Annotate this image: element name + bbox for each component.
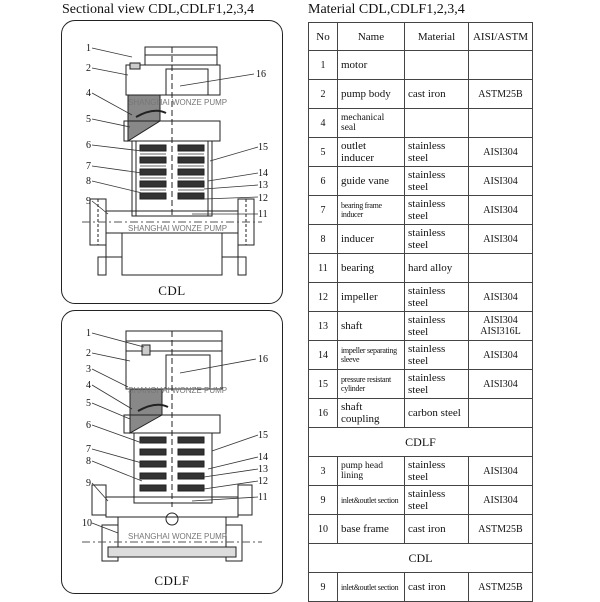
callout-4: 4: [86, 380, 91, 391]
callout-2: 2: [86, 63, 91, 74]
callout-13: 13: [258, 464, 268, 475]
callout-16: 16: [258, 354, 268, 365]
watermark: SHANGHAI WONZE PUMP: [128, 98, 227, 107]
callout-8: 8: [86, 176, 91, 187]
callout-7: 7: [86, 161, 91, 172]
table-header-row: No Name Material AISI/ASTM: [308, 22, 533, 51]
watermark: SHANGHAI WONZE PUMP: [128, 386, 227, 395]
callout-13: 13: [258, 180, 268, 191]
callout-5: 5: [86, 398, 91, 409]
callout-11: 11: [258, 492, 268, 503]
callout-12: 12: [258, 476, 268, 487]
header-no: No: [308, 22, 338, 51]
section-row-cdl: CDL: [308, 543, 533, 573]
header-standard: AISI/ASTM: [468, 22, 533, 51]
material-heading: Material CDL,CDLF1,2,3,4: [308, 2, 465, 17]
callout-15: 15: [258, 430, 268, 441]
callout-11: 11: [258, 209, 268, 220]
watermark: SHANGHAI WONZE PUMP: [128, 224, 227, 233]
header-name: Name: [337, 22, 405, 51]
callout-4: 4: [86, 88, 91, 99]
callout-2: 2: [86, 348, 91, 359]
callout-8: 8: [86, 456, 91, 467]
watermark: SHANGHAI WONZE PUMP: [128, 532, 227, 541]
callout-7: 7: [86, 444, 91, 455]
cdlf-panel-label: CDLF: [154, 573, 190, 588]
callout-1: 1: [86, 328, 91, 339]
cdl-panel-label: CDL: [158, 283, 186, 298]
callout-6: 6: [86, 420, 91, 431]
callout-15: 15: [258, 142, 268, 153]
callout-14: 14: [258, 168, 268, 179]
section-row-cdlf: CDLF: [308, 427, 533, 457]
cdl-sectional-drawing: 1 2 4 5 6 7 8 9 16 15 14 13 12 11 SHANGH…: [82, 43, 268, 276]
callout-10: 10: [82, 518, 92, 529]
callout-16: 16: [256, 69, 266, 80]
sectional-view-heading: Sectional view CDL,CDLF1,2,3,4: [62, 2, 255, 17]
callout-6: 6: [86, 140, 91, 151]
callout-12: 12: [258, 193, 268, 204]
callout-14: 14: [258, 452, 268, 463]
callout-1: 1: [86, 43, 91, 54]
callout-3: 3: [86, 364, 91, 375]
cdl-sectional-panel: 1 2 4 5 6 7 8 9 16 15 14 13 12 11 SHANGH…: [61, 20, 283, 304]
header-material: Material: [404, 22, 469, 51]
cdlf-sectional-panel: 1 2 3 4 5 6 7 8 9 10 16 15 14 13 12 11 S…: [61, 310, 283, 594]
cdlf-sectional-drawing: 1 2 3 4 5 6 7 8 9 10 16 15 14 13 12 11 S…: [82, 328, 268, 562]
callout-9: 9: [86, 196, 91, 207]
callout-9: 9: [86, 478, 91, 489]
callout-5: 5: [86, 114, 91, 125]
